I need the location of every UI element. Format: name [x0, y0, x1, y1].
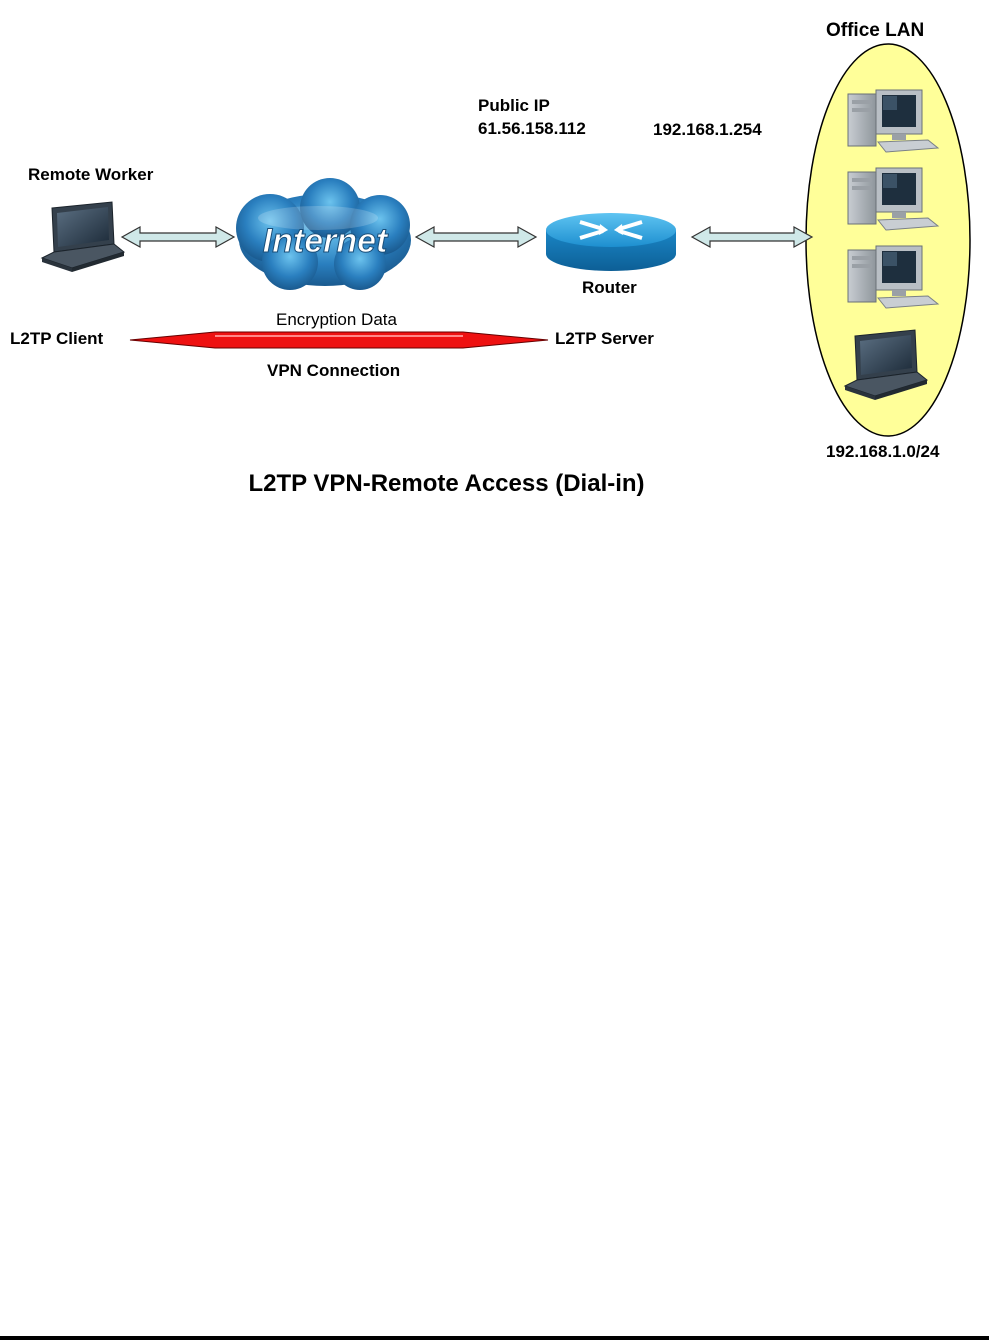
- diagram-title: L2TP VPN-Remote Access (Dial-in): [248, 470, 645, 497]
- encryption-data-label: Encryption Data: [276, 310, 397, 329]
- link-arrow: [690, 225, 814, 249]
- public-ip-address: 61.56.158.112: [478, 119, 586, 138]
- remote-worker-label: Remote Worker: [28, 165, 154, 184]
- laptop-icon: [41, 201, 125, 273]
- vpn-connection-label: VPN Connection: [267, 361, 401, 380]
- office-lan-label: Office LAN: [826, 20, 925, 41]
- vpn-tunnel-arrow: [129, 331, 549, 349]
- l2tp-server-label: L2TP Server: [555, 329, 654, 348]
- cloud-icon: [236, 178, 411, 290]
- link-arrow: [414, 225, 538, 249]
- router-icon: [546, 213, 676, 271]
- link-arrow: [120, 225, 236, 249]
- network-diagram: Internet: [41, 43, 971, 437]
- public-ip-label: Public IP: [478, 96, 550, 115]
- router-lan-ip: 192.168.1.254: [653, 120, 762, 139]
- lan-subnet-label: 192.168.1.0/24: [826, 442, 940, 461]
- internet-label: Internet: [263, 222, 389, 260]
- page-footer-rule: [0, 1336, 989, 1340]
- router-label: Router: [582, 278, 637, 297]
- l2tp-client-label: L2TP Client: [10, 329, 104, 348]
